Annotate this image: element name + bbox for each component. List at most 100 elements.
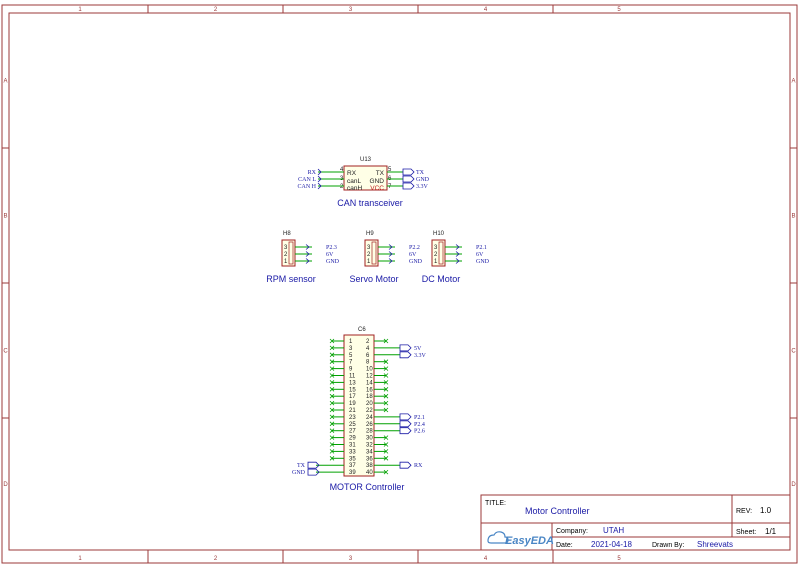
u13-left-flags: [317, 168, 322, 190]
header-net-label: GND: [326, 259, 340, 265]
header-pin-num: 2: [367, 252, 371, 258]
c6-pin-num-right: 38: [366, 463, 373, 469]
c6-pin-num-right: 34: [366, 449, 373, 455]
c6-pin-num-left: 13: [349, 380, 356, 386]
header-ref: H10: [433, 231, 445, 237]
zone-col-top: 2: [214, 7, 218, 13]
c6-pin-num-left: 17: [349, 394, 356, 400]
u13-can-transceiver: U13 RX canL canH TX GND VCC 4 5 6 7 3 2 …: [297, 157, 429, 208]
u13-pin-vcc-name: VCC: [370, 185, 384, 192]
header-label: DC Motor: [422, 274, 461, 284]
c6-net-label-right: RX: [414, 463, 423, 469]
c6-pin-num-right: 14: [366, 380, 373, 386]
net-flag: [388, 244, 393, 250]
zone-row-left: A: [3, 79, 7, 85]
net-label-rx: RX: [308, 170, 317, 176]
header-net-label: 6V: [476, 252, 484, 258]
c6-net-label-left: GND: [292, 470, 306, 476]
header-label: Servo Motor: [349, 274, 398, 284]
c6-pin-num-right: 10: [366, 367, 373, 373]
zone-row-right: D: [791, 482, 796, 488]
no-connect-icon: [383, 366, 389, 371]
header-pin-num: 3: [367, 245, 371, 251]
net-flag: [388, 258, 393, 264]
no-connect-icon: [329, 428, 335, 433]
no-connect-icon: [329, 400, 335, 406]
header-net-label: P2.1: [476, 245, 487, 251]
c6-pin-num-left: 21: [349, 408, 356, 414]
inner-border: [8, 12, 791, 551]
c6-pin-num-right: 24: [366, 415, 373, 421]
title-block: TITLE: Motor Controller REV: 1.0 Company…: [480, 494, 791, 551]
zone-row-right: B: [791, 214, 795, 220]
u13-left-wires: [318, 171, 344, 187]
no-connect-icon: [329, 352, 335, 358]
header-body: [431, 239, 446, 267]
c6-net-label-right: P2.4: [414, 422, 425, 428]
c6-pin-num-right: 26: [366, 422, 373, 428]
c6-pin-num-left: 27: [349, 429, 356, 435]
header-net-label: GND: [476, 259, 490, 265]
no-connect-icon: [383, 442, 389, 447]
c6-net-label-right: P2.1: [414, 415, 425, 421]
zone-row-left: D: [3, 482, 8, 488]
header-ref: H8: [283, 231, 291, 237]
net-flag: [399, 427, 412, 435]
net-label-tx: TX: [416, 170, 425, 176]
drawn-by-value: Shreevats: [697, 540, 733, 549]
header-body: [364, 239, 379, 267]
no-connect-icon: [383, 407, 389, 413]
no-connect-icon: [383, 393, 389, 399]
c6-pin-num-left: 9: [349, 367, 353, 373]
no-connect-icon: [383, 338, 389, 344]
c6-pin-num-right: 4: [366, 346, 370, 352]
c6-pin-num-left: 39: [349, 470, 356, 476]
c6-net-label-right: P2.6: [414, 429, 425, 435]
net-label-3v3: 3.3V: [416, 184, 429, 190]
no-connect-icon: [383, 387, 389, 392]
header-net-label: 6V: [326, 252, 334, 258]
no-connect-icon: [383, 449, 389, 454]
title-label: TITLE:: [485, 500, 506, 507]
zone-row-right: A: [791, 79, 795, 85]
c6-pin-num-left: 25: [349, 422, 356, 428]
net-flag: [399, 461, 412, 469]
net-flag: [305, 251, 310, 257]
c6-pin-num-right: 32: [366, 443, 373, 449]
date-value: 2021-04-18: [591, 540, 632, 549]
net-flag: [455, 244, 460, 250]
no-connect-icon: [383, 456, 389, 461]
zone-row-left: C: [3, 349, 8, 355]
c6-body: [343, 334, 375, 477]
no-connect-icon: [329, 387, 335, 392]
title-value: Motor Controller: [525, 506, 590, 516]
c6-pin-num-left: 29: [349, 436, 356, 442]
no-connect-icon: [329, 435, 335, 440]
header-body: [281, 239, 296, 267]
header-net-label: P2.2: [409, 245, 420, 251]
u13-pin-2-num: 2: [340, 184, 344, 190]
sheet-value: 1/1: [765, 527, 777, 536]
header-pin-num: 1: [367, 259, 371, 265]
header-net-label: 6V: [409, 252, 417, 258]
c6-pin-num-left: 31: [349, 443, 356, 449]
header-pin-num: 1: [284, 259, 288, 265]
c6-pin-num-right: 8: [366, 360, 370, 366]
c6-pin-num-left: 23: [349, 415, 356, 421]
header-label: RPM sensor: [266, 274, 316, 284]
u13-pin-7-num: 7: [388, 184, 392, 190]
c6-pin-num-right: 36: [366, 456, 373, 462]
u13-ref: U13: [360, 157, 372, 163]
date-label: Date:: [556, 542, 573, 549]
net-flag: [455, 251, 460, 257]
net-flag: [388, 251, 393, 257]
net-label-gnd: GND: [416, 177, 430, 183]
rev-value: 1.0: [760, 506, 772, 515]
c6-net-label-right: 3.3V: [414, 353, 427, 359]
net-flag: [399, 413, 412, 421]
c6-net-label-left: TX: [297, 463, 306, 469]
